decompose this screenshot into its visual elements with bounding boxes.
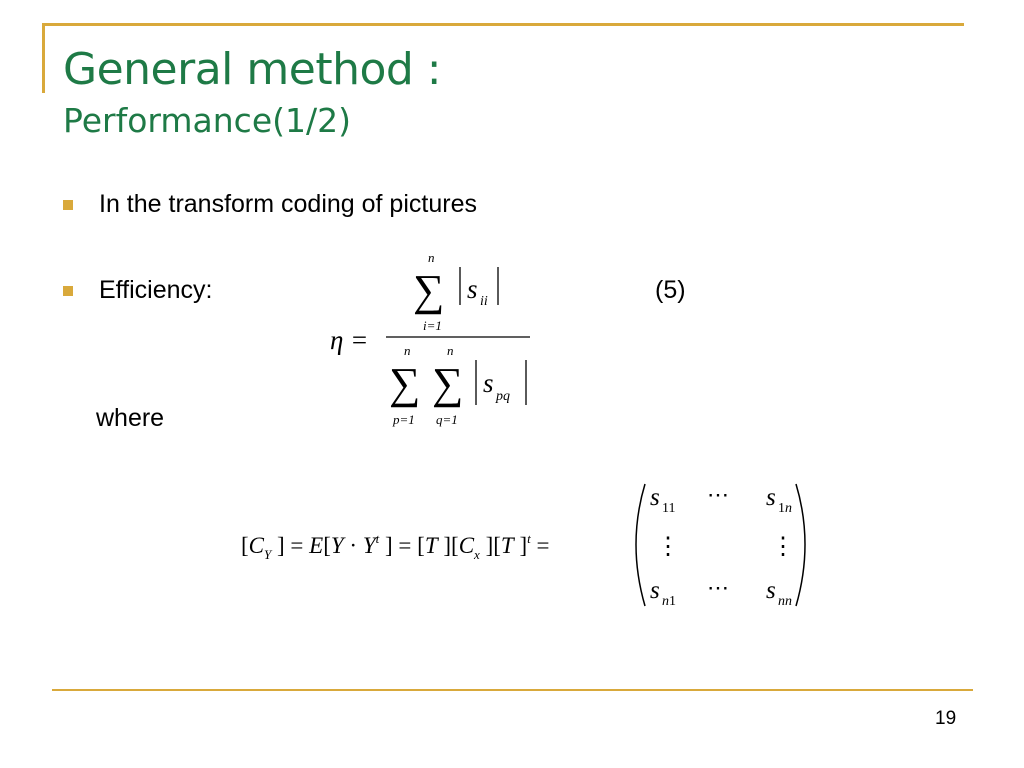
bullet-text: Efficiency: [99,276,213,304]
sum-upper-limit: n [404,343,411,358]
summation-symbol: ∑ [389,359,420,408]
matrix-entry-subscript: nn [778,594,792,609]
square-bullet-icon [63,199,73,210]
summand-subscript: pq [495,389,510,404]
formula-lhs: η = [330,325,368,355]
matrix-hdots: ⋯ [707,482,729,507]
matrix-entry: s [766,577,776,604]
matrix-vdots: ⋮ [771,534,795,560]
matrix-entry-subscript: 11 [662,501,675,516]
summation-symbol: ∑ [413,266,444,315]
slide-frame-top-line [42,23,964,26]
sum-lower-limit: p=1 [392,412,415,427]
matrix-entry-subscript: n1 [662,594,676,609]
page-number: 19 [935,708,957,729]
slide-frame-left-line [42,23,45,93]
summand-subscript: ii [480,294,488,309]
where-label: where [96,404,165,432]
sum-lower-limit: i=1 [423,318,442,333]
efficiency-formula: η = n ∑ s ii i=1 n ∑ p=1 n ∑ q=1 s pq [330,250,530,427]
sum-upper-limit: n [428,250,435,265]
sum-lower-limit: q=1 [436,412,458,427]
matrix-entry: s [650,484,660,511]
covariance-equation-text: [CY ] = E[Y · Yt ] = [T ][Cx ][T ]t = [241,531,549,562]
bullet-item: In the transform coding of pictures [63,190,477,219]
matrix-entry: s [650,577,660,604]
slide-title-main: General method : [63,44,442,95]
summand-variable: s [467,274,478,304]
bullet-text: In the transform coding of pictures [99,190,477,218]
slide-frame-bottom-line [52,689,973,691]
matrix-entry: s [766,484,776,511]
matrix-left-paren [635,483,646,607]
square-bullet-icon [63,285,73,296]
matrix-hdots: ⋯ [707,575,729,600]
sum-upper-limit: n [447,343,454,358]
summation-symbol: ∑ [432,359,463,408]
matrix-vdots: ⋮ [656,534,680,560]
matrix-entry-subscript: 1n [778,501,792,516]
matrix-right-paren [795,483,806,607]
summand-variable: s [483,368,494,398]
slide-title: General method : Performance(1/2) [63,44,442,140]
bullet-item: Efficiency: [63,276,212,305]
equation-number: (5) [655,276,686,304]
slide-subtitle: Performance(1/2) [63,101,351,140]
covariance-formula: [CY ] = E[Y · Yt ] = [T ][Cx ][T ]t = s … [241,482,806,609]
